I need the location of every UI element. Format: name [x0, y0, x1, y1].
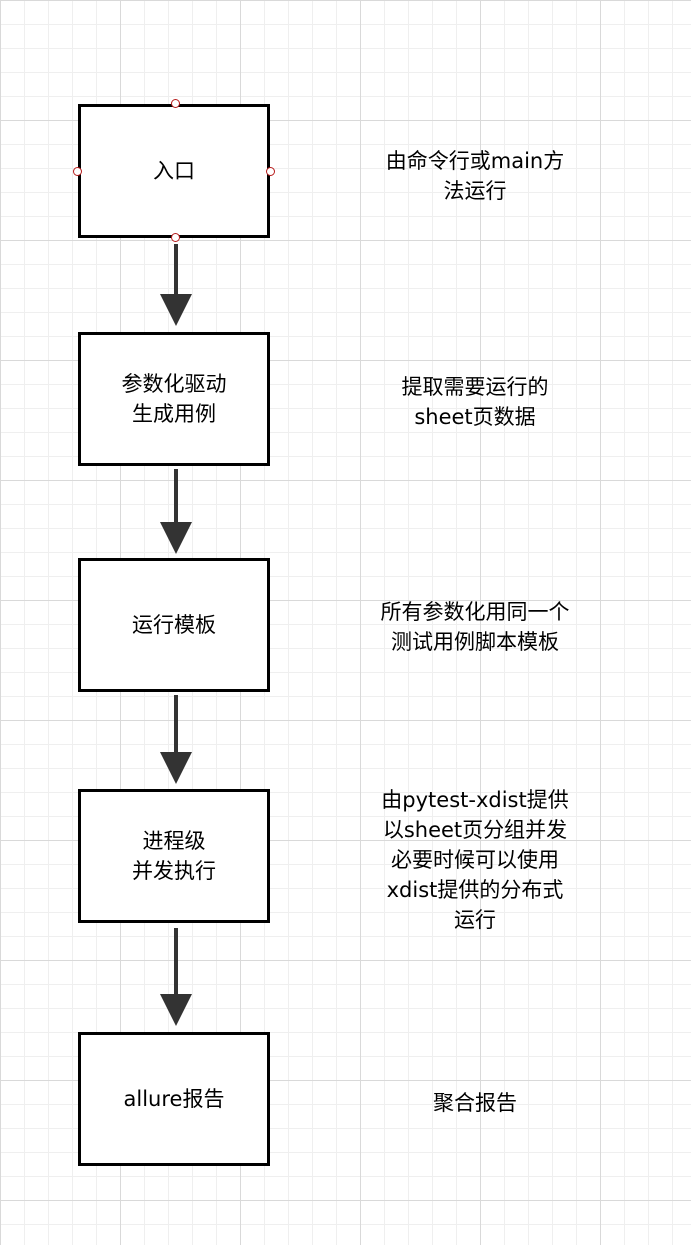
step-note-entry: 由命令行或main方 法运行 [385, 149, 565, 203]
step-note-allure-report: 聚合报告 [433, 1091, 517, 1115]
step-box-param-driver[interactable]: 参数化驱动 生成用例 [78, 332, 270, 466]
step-box-run-template[interactable]: 运行模板 [78, 558, 270, 692]
selection-handle-left[interactable] [73, 167, 82, 176]
selection-handle-right[interactable] [266, 167, 275, 176]
step-note-parallel-exec: 由pytest-xdist提供 以sheet页分组并发 必要时候可以使用 xdi… [381, 788, 569, 932]
selection-handle-top[interactable] [171, 99, 180, 108]
step-box-parallel-exec[interactable]: 进程级 并发执行 [78, 789, 270, 923]
step-box-entry[interactable]: 入口 [78, 104, 270, 238]
step-note-run-template: 所有参数化用同一个 测试用例脚本模板 [380, 600, 570, 654]
step-note-param-driver: 提取需要运行的 sheet页数据 [401, 375, 549, 429]
selection-handle-bottom[interactable] [171, 233, 180, 242]
step-box-allure-report[interactable]: allure报告 [78, 1032, 270, 1166]
